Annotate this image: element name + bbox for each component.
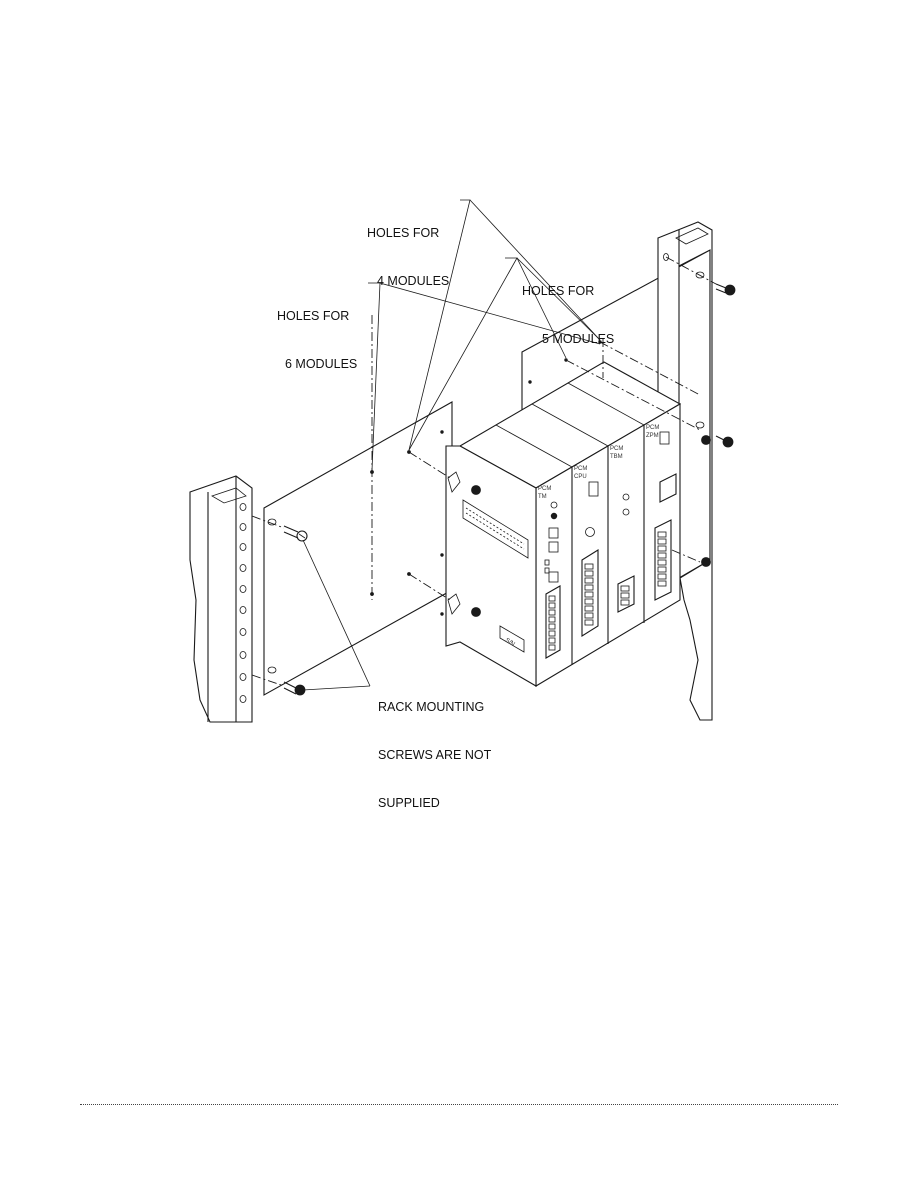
- holes-5-modules-label: HOLES FOR 5 MODULES: [522, 251, 614, 363]
- alignment-lines: [251, 256, 717, 687]
- screw-chassis-lower: [471, 607, 481, 617]
- module-tm: PCM TM: [538, 486, 561, 659]
- module-zpm-line2: ZPM: [646, 433, 659, 439]
- serial-tag: S/N: [504, 638, 516, 648]
- module-cpu: PCM CPU: [574, 466, 599, 637]
- rail-holes: [239, 503, 247, 703]
- holes-6-line2: 6 MODULES: [285, 357, 358, 371]
- holes-6-modules-label: HOLES FOR 6 MODULES: [277, 276, 357, 388]
- screws-line2: SCREWS ARE NOT: [378, 748, 492, 762]
- module-tbm-line2: TBM: [610, 454, 623, 460]
- module-tbm-line1: PCM: [610, 446, 623, 452]
- left-rack-rail: [189, 475, 253, 723]
- screws-line1: RACK MOUNTING: [378, 700, 485, 714]
- screw-left-lower: [283, 681, 306, 696]
- module-tbm: PCM TBM: [610, 446, 635, 613]
- screw-right-mid-a: [701, 435, 711, 445]
- holes-5-line1: HOLES FOR: [522, 284, 595, 298]
- leader-lines: [302, 199, 601, 691]
- module-tm-line2: TM: [538, 494, 547, 500]
- right-rack-rail: [657, 221, 713, 721]
- screw-right-mid-b: [715, 435, 734, 448]
- screws-not-supplied-label: RACK MOUNTING SCREWS ARE NOT SUPPLIED: [378, 667, 491, 827]
- holes-5-line2: 5 MODULES: [542, 332, 615, 346]
- screw-left-upper: [283, 525, 308, 542]
- module-cpu-line1: PCM: [574, 466, 587, 472]
- module-cpu-line2: CPU: [574, 474, 587, 480]
- holes-4-line2: 4 MODULES: [377, 274, 450, 288]
- module-zpm-line1: PCM: [646, 425, 659, 431]
- screw-chassis-upper: [471, 485, 481, 495]
- screw-right-lower: [701, 557, 711, 567]
- pcm-chassis: S/N: [445, 361, 682, 687]
- screws: [283, 283, 736, 696]
- holes-6-line1: HOLES FOR: [277, 309, 350, 323]
- holes-4-line1: HOLES FOR: [367, 226, 440, 240]
- mounting-plate: [263, 401, 453, 696]
- footer-divider: [80, 1104, 838, 1105]
- screw-right-top: [715, 283, 736, 296]
- module-zpm: PCM ZPM: [646, 425, 677, 601]
- holes-4-modules-label: HOLES FOR 4 MODULES: [367, 193, 449, 305]
- screws-line3: SUPPLIED: [378, 796, 440, 810]
- module-tm-line1: PCM: [538, 486, 551, 492]
